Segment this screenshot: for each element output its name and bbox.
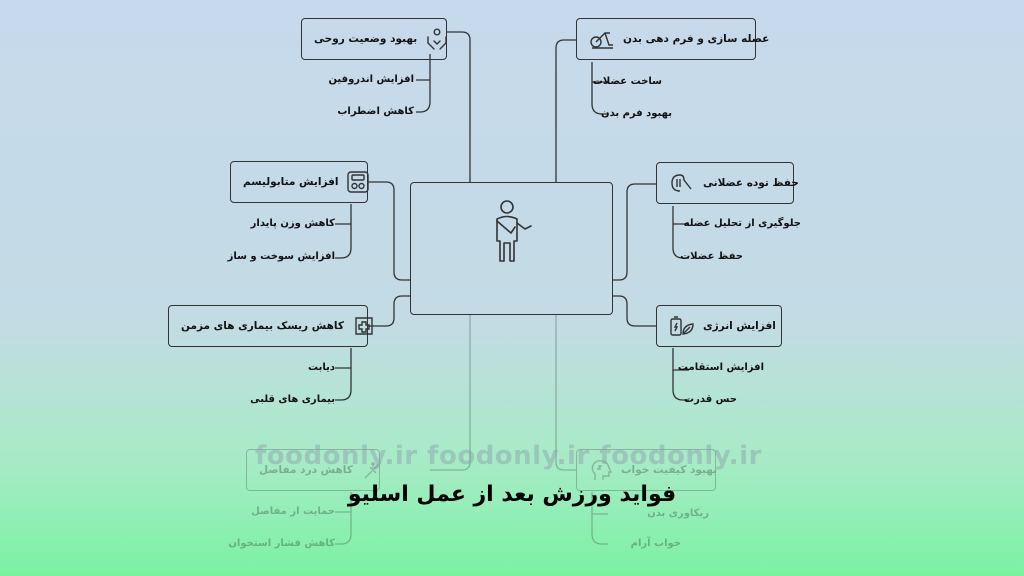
leaf-muscle-building-2: بهبود فرم بدن: [601, 108, 672, 119]
node-mental-label: بهبود وضعیت روحی: [314, 33, 418, 45]
node-chronic: کاهش ریسک بیماری های مزمن: [168, 305, 373, 347]
battery-leaf-icon: [670, 316, 694, 336]
medical-report-icon: [355, 317, 373, 335]
node-muscle-mass-label: حفظ توده عضلانی: [703, 177, 799, 189]
weight-scale-icon: [347, 171, 370, 193]
leaf-metabolism-2: افزایش سوخت و ساز: [227, 251, 335, 262]
watermark: foodonly.ir foodonly.ir foodonly.ir: [255, 441, 762, 471]
node-joints-label: کاهش درد مفاصل: [259, 464, 353, 476]
exercise-bike-icon: [590, 32, 613, 49]
leaf-muscle-mass-2: حفظ عضلات: [680, 251, 743, 262]
leaf-sleep-1: ریکاوری بدن: [647, 508, 709, 519]
leaf-chronic-2: بیماری های قلبی: [250, 394, 335, 405]
leaf-mental-2: کاهش اضطراب: [337, 106, 414, 117]
node-joints: کاهش درد مفاصل: [246, 449, 382, 491]
node-muscle-building-label: عضله سازی و فرم دهی بدن: [623, 33, 770, 45]
joint-icon: [364, 461, 382, 479]
node-metabolism-label: افزایش متابولیسم: [243, 176, 339, 188]
page-title: فواید ورزش بعد از عمل اسلیو: [347, 482, 677, 507]
sleeping-head-icon: [591, 460, 613, 480]
node-mental: بهبود وضعیت روحی: [301, 18, 447, 60]
leaf-muscle-building-1: ساخت عضلات: [592, 76, 662, 87]
node-metabolism: افزایش متابولیسم: [230, 161, 370, 203]
leaf-energy-2: حس قدرت: [684, 394, 737, 405]
hands-heart-icon: [427, 28, 447, 50]
node-energy: افزایش انرژی: [656, 305, 782, 347]
leaf-sleep-2: خواب آرام: [630, 538, 681, 549]
node-muscle-building: عضله سازی و فرم دهی بدن: [576, 18, 769, 60]
hand-grip-icon: [671, 174, 692, 192]
center-box: [410, 182, 613, 315]
leaf-energy-1: افزایش استقامت: [677, 362, 764, 373]
leaf-muscle-mass-1: جلوگیری از تحلیل عضله: [683, 218, 801, 229]
leaf-mental-1: افزایش اندروفین: [328, 74, 414, 85]
node-energy-label: افزایش انرژی: [703, 320, 776, 332]
leaf-joints-1: حمایت از مفاصل: [251, 506, 335, 517]
person-with-arm-sling-icon: [496, 200, 532, 262]
node-sleep-label: بهبود کیفیت خواب: [621, 464, 718, 476]
node-muscle-mass: حفظ توده عضلانی: [656, 162, 799, 204]
leaf-joints-2: کاهش فشار استخوان: [228, 538, 335, 549]
leaf-chronic-1: دیابت: [308, 362, 335, 373]
leaf-metabolism-1: کاهش وزن پایدار: [250, 218, 335, 229]
node-sleep: بهبود کیفیت خواب: [576, 449, 718, 491]
node-chronic-label: کاهش ریسک بیماری های مزمن: [181, 320, 344, 332]
